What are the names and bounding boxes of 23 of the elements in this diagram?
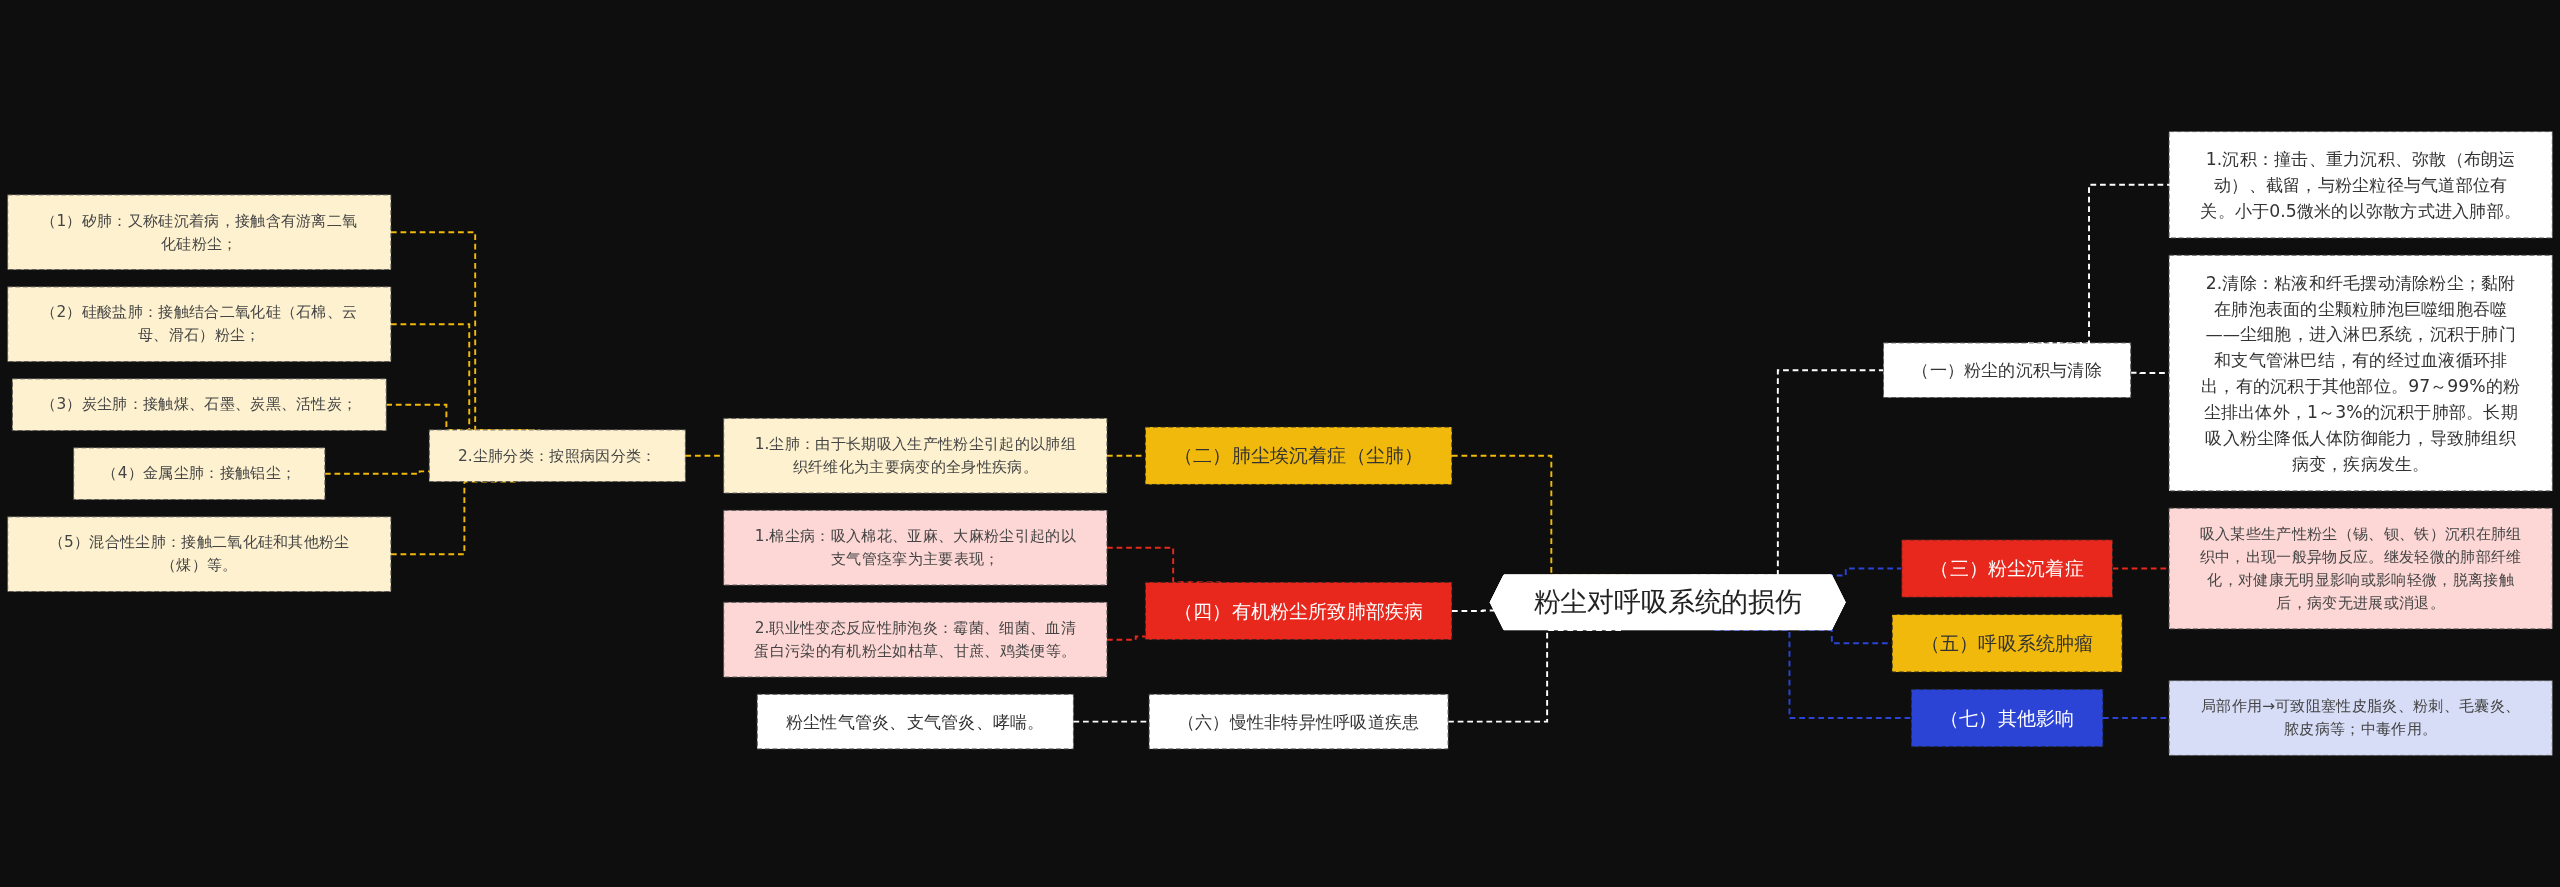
node-box: 1.尘肺：由于长期吸入生产性粉尘引起的以肺组织纤维化为主要病变的全身性疾病。 — [723, 417, 1108, 494]
node-box: （3）炭尘肺：接触煤、石墨、炭黑、活性炭； — [11, 378, 387, 432]
node-box: （5）混合性尘肺：接触二氧化硅和其他粉尘（煤）等。 — [7, 516, 392, 592]
node-box: 吸入某些生产性粉尘（锡、钡、铁）沉积在肺组织中，出现一般异物反应。继发轻微的肺部纤维化，对健康无明显影响或影响轻微，脱离接触后，病变无进展或消退。 — [2168, 507, 2553, 630]
node-box: 局部作用→可致阻塞性皮脂炎、粉刺、毛囊炎、脓皮病等；中毒作用。 — [2168, 680, 2553, 756]
node-box: 1.沉积：撞击、重力沉积、弥散（布朗运动）、截留，与粉尘粒径与气道部位有关。小于0.5微米的以弥散方式进入肺部。 — [2168, 131, 2553, 239]
node-box: （三）粉尘沉着症 — [1901, 539, 2113, 598]
node-box: 2.职业性变态反应性肺泡炎：霉菌、细菌、血清蛋白污染的有机粉尘如枯草、甘蔗、鸡粪便等。 — [723, 601, 1108, 678]
node-box: 2.尘肺分类：按照病因分类： — [428, 429, 686, 483]
node-box: （七）其他影响 — [1910, 688, 2104, 748]
connector — [1106, 635, 1147, 641]
node-box: （二）肺尘埃沉着症（尘肺） — [1144, 426, 1453, 485]
node-box: （六）慢性非特异性呼吸道疾患 — [1148, 693, 1449, 750]
node-box: 2.清除：粘液和纤毛摆动清除粉尘；黏附在肺泡表面的尘颗粒肺泡巨噬细胞吞噬——尘细胞，进入淋巴系统，沉积于肺门和支气管淋巴结，有的经过血液循环排出，有的沉积于其他部位。97～99%的粉尘排出体外，1～3%的沉积于肺部。长期吸入粉尘降低人体防御能力，导致肺组织病变，疾病发生。 — [2168, 254, 2553, 492]
node-box: 粉尘性气管炎、支气管炎、哮喘。 — [756, 693, 1074, 750]
node-box: （1）矽肺：又称硅沉着病，接触含有游离二氧化硅粉尘； — [7, 194, 392, 271]
node-box: （4）金属尘肺：接触铝尘； — [73, 447, 326, 501]
node-box: （五）呼吸系统肿瘤 — [1891, 614, 2123, 673]
node-box: （四）有机粉尘所致肺部疾病 — [1144, 581, 1453, 641]
connector — [1450, 609, 1496, 612]
node-box: （一）粉尘的沉积与清除 — [1883, 342, 2132, 398]
node-box: 1.棉尘病：吸入棉花、亚麻、大麻粉尘引起的以支气管痉挛为主要表现； — [723, 509, 1108, 586]
node-box: （2）硅酸盐肺：接触结合二氧化硅（石棉、云母、滑石）粉尘； — [7, 286, 392, 363]
